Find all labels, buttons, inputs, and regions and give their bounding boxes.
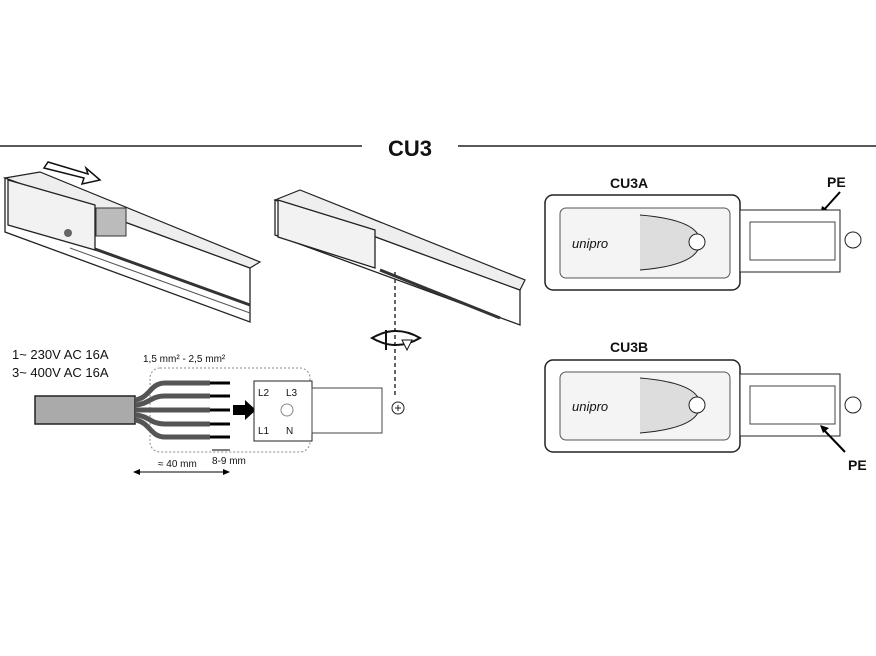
terminal-label: L1 [258, 426, 270, 437]
variant-cu3b: CU3B unipro PE [544, 339, 867, 473]
cable-sheath [34, 395, 136, 425]
supply-spec-single-phase: 1~ 230V AC 16A [12, 347, 109, 362]
screw-icon [844, 396, 862, 414]
cable-assembly: L2 L3 L1 N [34, 367, 405, 453]
connector-head [7, 179, 96, 251]
variant-cu3a: CU3A PE unipro [544, 174, 862, 291]
sheath-length: ≈ 40 mm [158, 459, 197, 470]
supply-spec-three-phase: 3~ 400V AC 16A [12, 365, 109, 380]
terminal-label: N [286, 426, 293, 437]
arrow-right-icon [42, 161, 102, 186]
arrow-right-icon [233, 400, 256, 420]
screw-icon [688, 233, 706, 251]
screw-icon [844, 231, 862, 249]
pe-label: PE [848, 457, 867, 473]
screw-icon [688, 396, 706, 414]
wiring-area [149, 367, 311, 453]
rail-insertion-view [2, 161, 262, 323]
diagram-title: CU3 [388, 136, 432, 161]
variant-label: CU3A [610, 175, 648, 191]
brand-logo: unipro [572, 399, 608, 414]
rail-mounted-view [273, 189, 526, 398]
brand-logo: unipro [572, 236, 608, 251]
terminal-label: L2 [258, 388, 270, 399]
pe-label: PE [827, 174, 846, 190]
wire-cross-section: 1,5 mm² - 2,5 mm² [143, 354, 226, 365]
strip-length: 8-9 mm [212, 456, 246, 467]
terminal-label: L3 [286, 388, 298, 399]
dimensions: 8-9 mm ≈ 40 mm [133, 449, 246, 475]
rotate-icon [370, 330, 422, 346]
variant-label: CU3B [610, 339, 648, 355]
